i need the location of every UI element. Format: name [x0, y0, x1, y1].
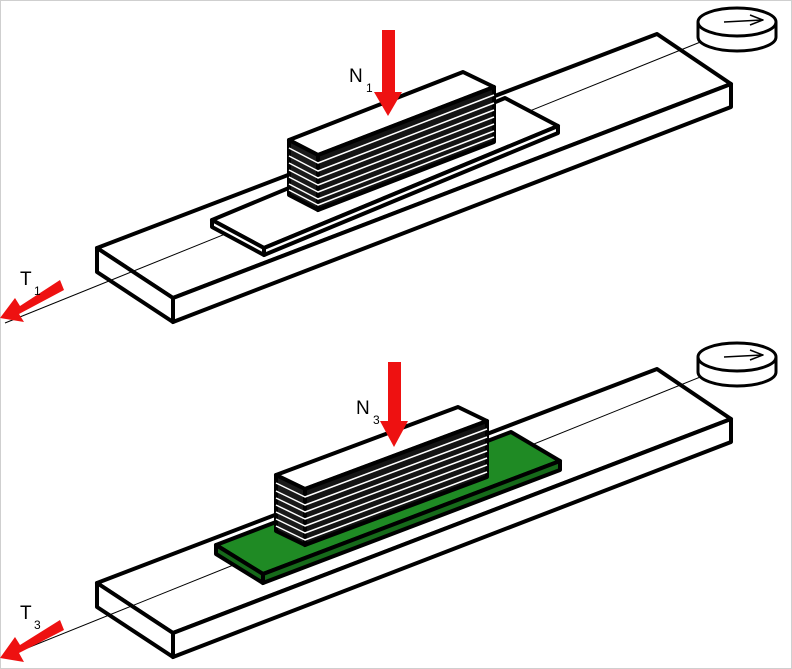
top-normal-force-subscript: 1: [366, 81, 373, 95]
bottom-tension-label: T 3: [20, 603, 41, 632]
top-tension-subscript: 1: [34, 284, 41, 298]
bottom-pulley: [696, 341, 778, 388]
bottom-weight-stack: [274, 405, 489, 547]
top-weight-stack: [287, 70, 496, 212]
top-normal-force-arrow: [374, 30, 402, 116]
top-normal-force-letter: N: [349, 66, 363, 87]
bottom-normal-force-letter: N: [356, 398, 370, 419]
bottom-tension-subscript: 3: [34, 618, 41, 632]
top-setup: [0, 6, 778, 324]
bottom-tension-arrow: [0, 620, 64, 662]
top-tension-arrow: [0, 280, 64, 322]
top-tension-label: T 1: [20, 269, 41, 298]
bottom-normal-force-subscript: 3: [373, 413, 380, 427]
top-pulley: [696, 6, 778, 53]
top-tension-letter: T: [20, 269, 32, 290]
bottom-normal-force-label: N 3: [356, 398, 380, 427]
top-normal-force-label: N 1: [349, 66, 373, 95]
bottom-tension-letter: T: [20, 603, 32, 624]
bottom-normal-force-arrow: [380, 362, 408, 447]
bottom-setup: [0, 341, 778, 662]
